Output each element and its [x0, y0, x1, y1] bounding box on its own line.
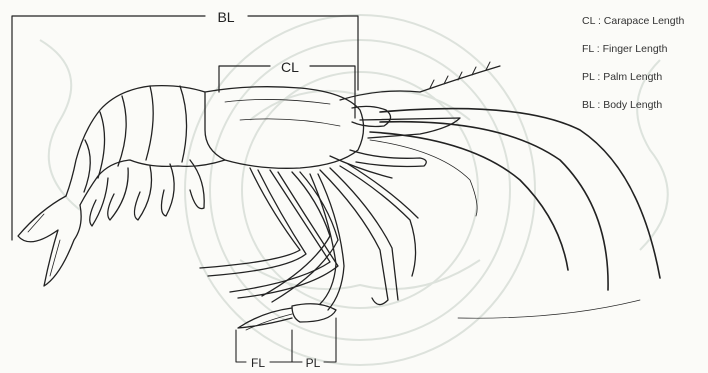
legend: CL : Carapace Length FL : Finger Length …: [582, 15, 685, 111]
legend-item-cl: CL : Carapace Length: [582, 15, 685, 27]
bl-label: BL: [217, 9, 234, 25]
cheliped: [310, 174, 336, 304]
legend-item-pl: PL : Palm Length: [582, 71, 662, 83]
legend-item-bl: BL : Body Length: [582, 99, 662, 111]
walking-leg-5: [340, 166, 416, 276]
tail-fan: [18, 196, 81, 286]
claw-palm: [292, 304, 336, 322]
legend-item-fl: FL : Finger Length: [582, 43, 668, 55]
pl-label: PL: [306, 356, 321, 370]
cl-label: CL: [281, 59, 299, 75]
claw-finger: [238, 308, 292, 328]
shrimp-illustration: [18, 62, 660, 330]
fl-label: FL: [251, 356, 265, 370]
walking-leg-4: [320, 170, 388, 305]
